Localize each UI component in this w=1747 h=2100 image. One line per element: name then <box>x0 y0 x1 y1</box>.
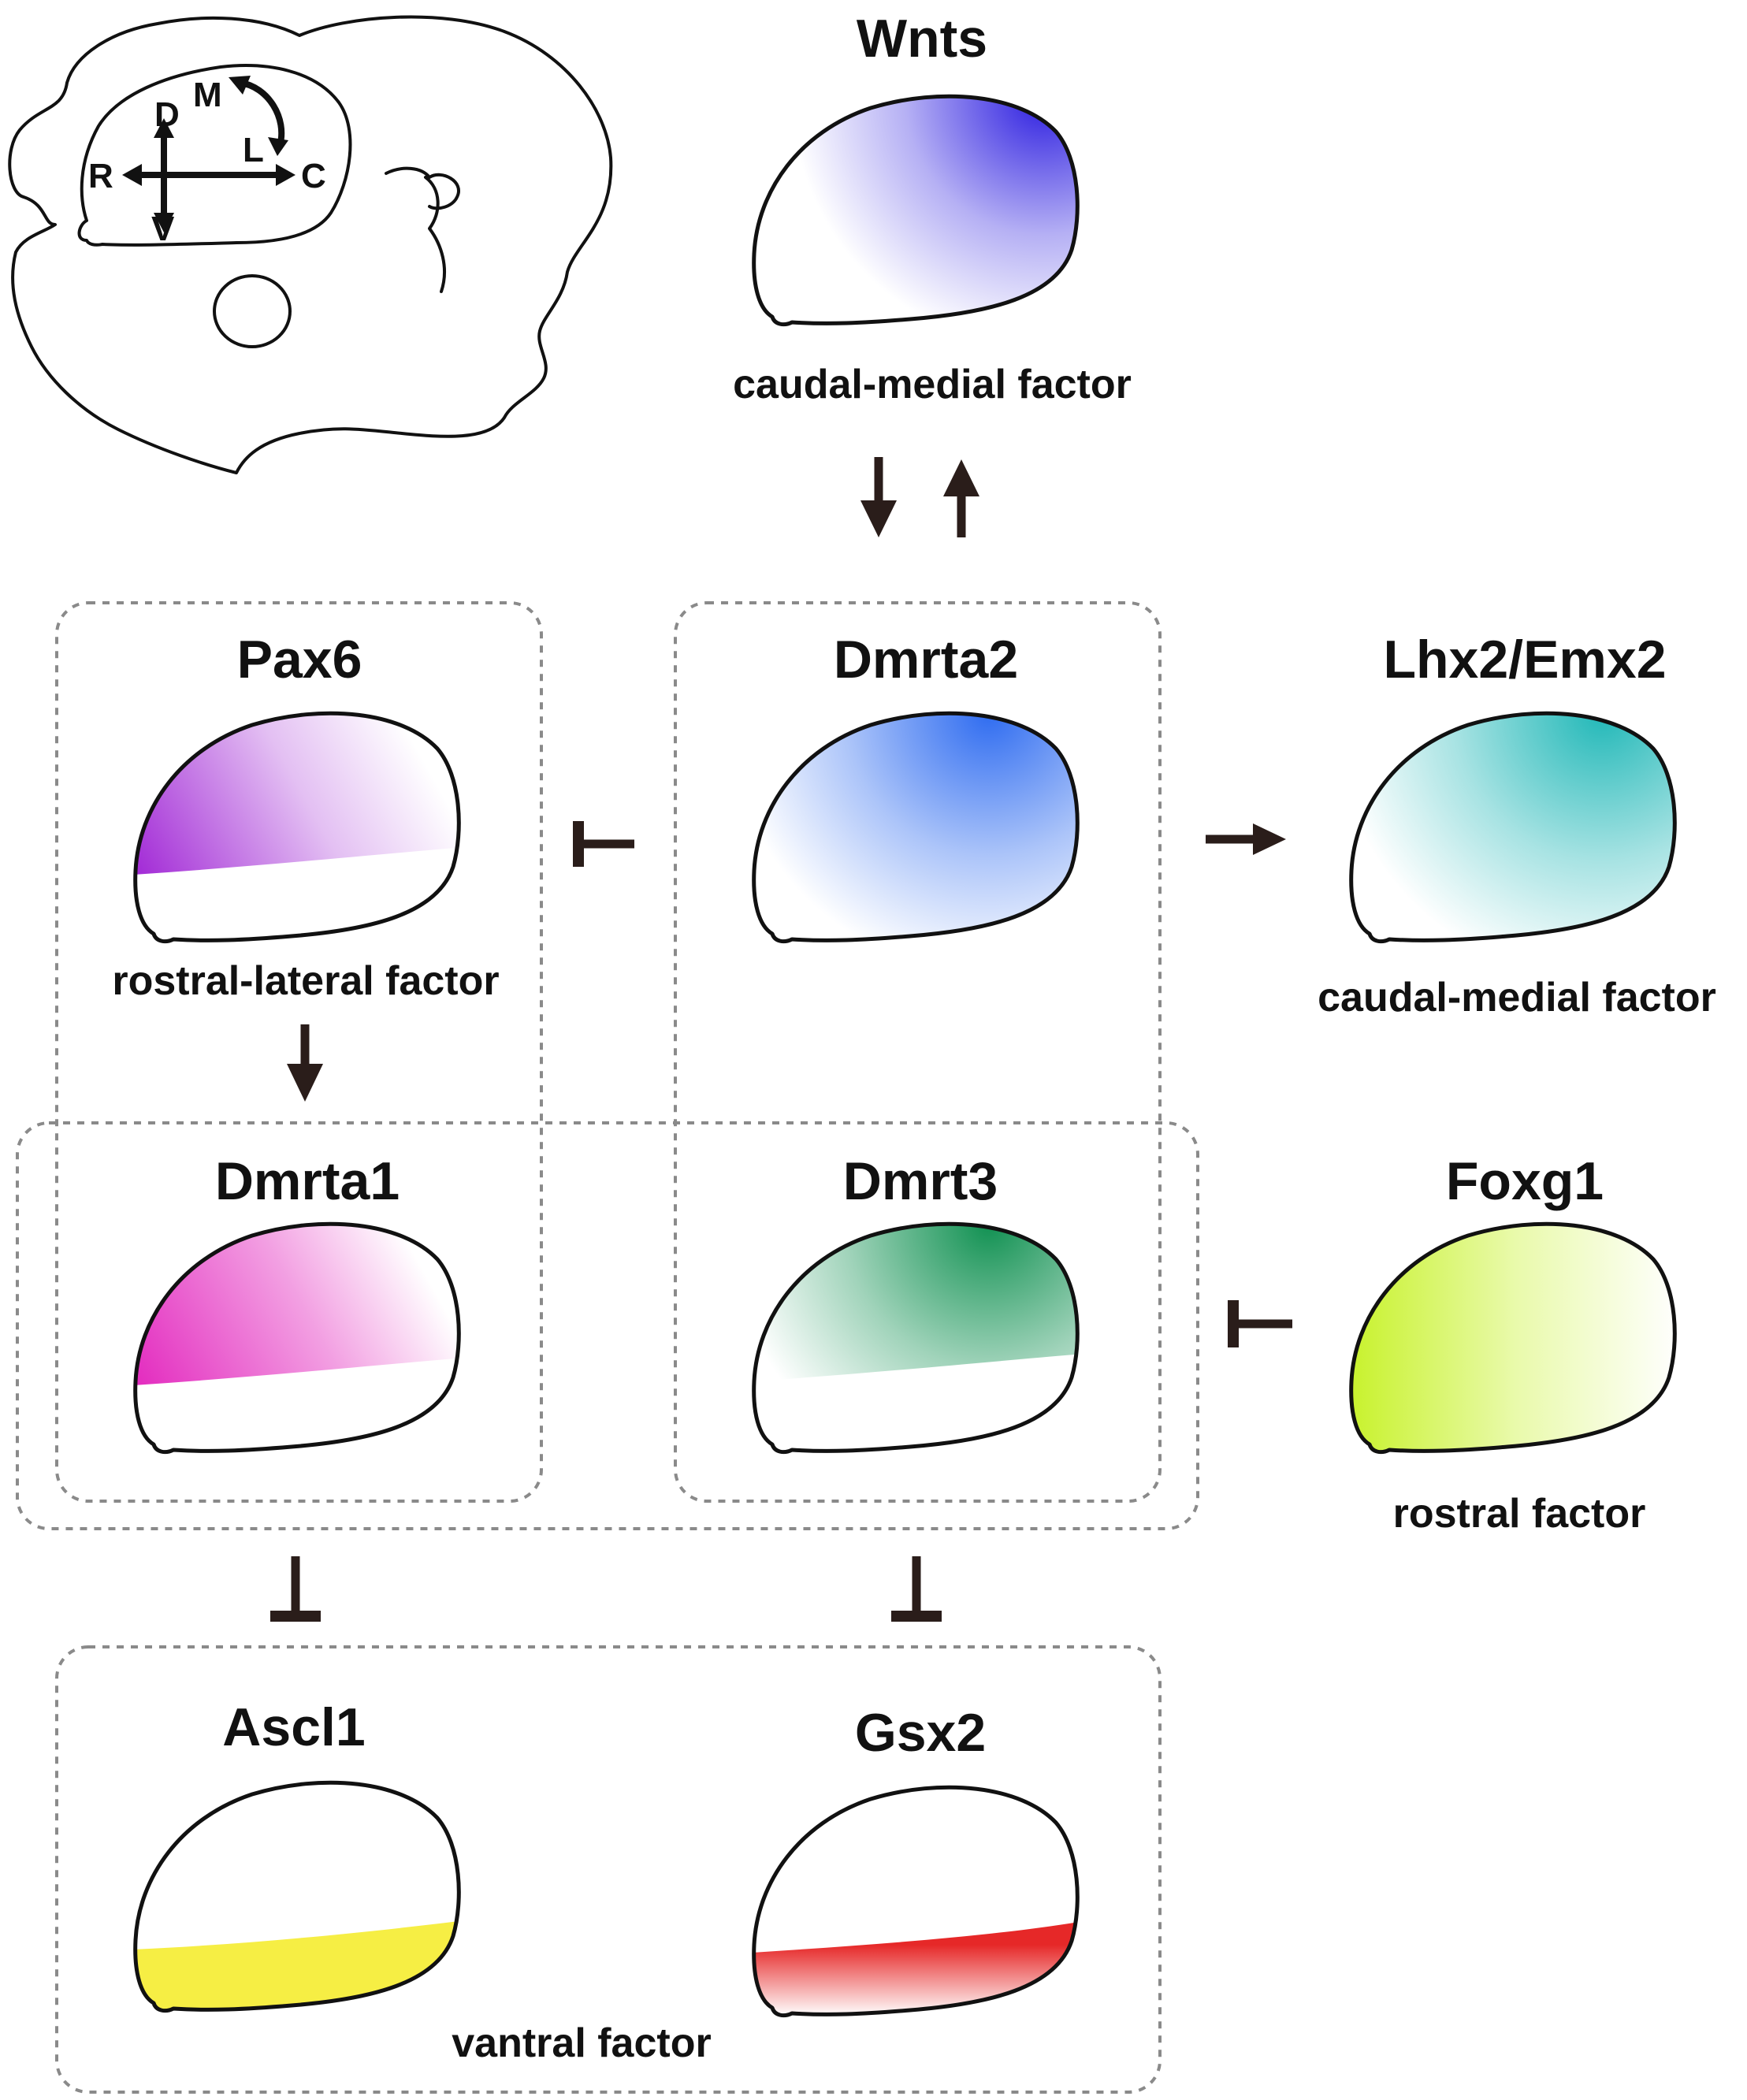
dmrta1-ascl1-inhibition <box>270 1556 321 1622</box>
dmrt3-label: Dmrt3 <box>843 1151 998 1211</box>
dmrta2-pax6-inhibition <box>573 821 634 867</box>
foxg1-inhibition <box>1228 1300 1292 1347</box>
dmrta2-lhx2-activation-arrow <box>1206 823 1286 855</box>
wnts-dmrta2-activation-arrows <box>860 457 979 537</box>
rostral-label: R <box>88 157 113 195</box>
pax6-label: Pax6 <box>237 630 362 689</box>
lateral-label: L <box>243 131 264 169</box>
foxg1-hemisphere-icon <box>1350 1224 1681 1460</box>
gsx2-label: Gsx2 <box>855 1703 986 1763</box>
lhx2-emx2-hemisphere-icon <box>1350 713 1681 950</box>
wnts-factor-label: caudal-medial factor <box>733 362 1132 407</box>
dorsal-label: D <box>154 95 180 134</box>
dmrta2-group-box <box>674 601 1162 1503</box>
dmrta1-label: Dmrta1 <box>215 1151 400 1211</box>
ascl1-hemisphere-icon <box>134 1782 465 2019</box>
foxg1-factor-label: rostral factor <box>1393 1491 1646 1537</box>
dmrta1-hemisphere-icon <box>134 1224 465 1452</box>
pax6-group-box <box>55 601 543 1503</box>
ventral-factor-label: vantral factor <box>452 2020 711 2066</box>
pax6-dmrta1-activation-arrow <box>287 1024 323 1102</box>
pax6-hemisphere-icon <box>134 713 465 942</box>
lhx2-emx2-factor-label: caudal-medial factor <box>1318 975 1716 1020</box>
caudal-label: C <box>301 157 326 195</box>
pax6-factor-label: rostral-lateral factor <box>112 958 499 1004</box>
dmrta1-dmrt3-group-box <box>16 1121 1199 1530</box>
wnts-hemisphere-icon <box>753 96 1084 333</box>
wnts-label: Wnts <box>857 9 987 69</box>
foxg1-label: Foxg1 <box>1446 1151 1604 1211</box>
dmrt3-hemisphere-icon <box>753 1224 1084 1452</box>
ventral-label: V <box>151 210 175 248</box>
embryo-head-sketch: D V R C M L <box>8 15 613 474</box>
gsx2-hemisphere-icon <box>753 1787 1084 2024</box>
dmrt3-gsx2-inhibition <box>891 1556 942 1622</box>
ventral-group-box <box>55 1645 1162 2094</box>
lhx2-emx2-label: Lhx2/Emx2 <box>1383 630 1666 689</box>
dmrta2-label: Dmrta2 <box>834 630 1018 689</box>
dmrta2-hemisphere-icon <box>753 713 1084 950</box>
ascl1-label: Ascl1 <box>222 1697 365 1757</box>
medial-label: M <box>193 76 222 114</box>
